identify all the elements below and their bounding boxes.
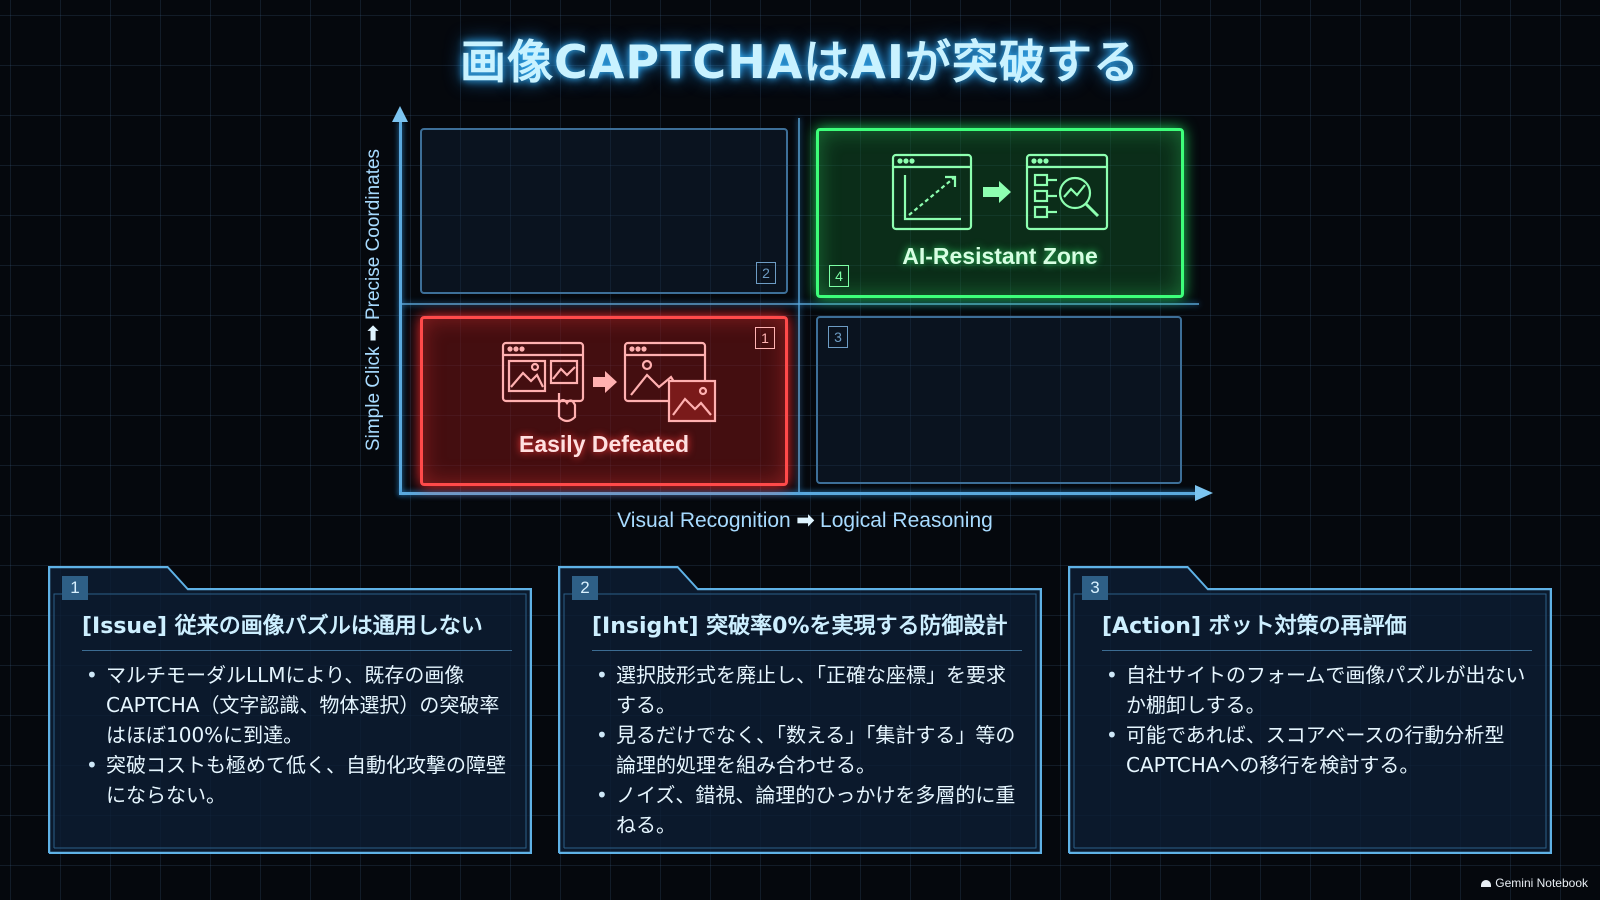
page-title: 画像CAPTCHAはAIが突破する [459,35,1141,89]
y-axis-start-label: Simple Click [363,346,384,452]
card-number: 1 [62,576,88,600]
gemini-logo-icon [1481,879,1492,887]
card-action: 3 [Action] ボット対策の再評価 自社サイトのフォームで画像パズルが出な… [1068,566,1552,854]
image-click-to-images-icon [501,341,717,423]
card-number: 3 [1082,576,1108,600]
quadrant-4-label: AI-Resistant Zone [902,243,1098,269]
quadrant-2: 2 [420,128,788,294]
y-axis-end-label: Precise Coordinates [363,148,384,321]
card-issue: 1 [Issue] 従来の画像パズルは通用しない マルチモーダルLLMにより、既… [48,566,532,854]
x-axis-line [399,492,1199,495]
card-border [48,566,532,854]
quadrant-2-number: 2 [756,262,776,284]
y-axis-label: Simple Click ➡ Precise Coordinates [361,120,387,480]
quadrant-1-number: 1 [755,327,775,349]
badge-label: Gemini Notebook [1495,876,1588,890]
card-number: 2 [572,576,598,600]
matrix-divider-horizontal [401,303,1199,305]
matrix-divider-vertical [798,118,800,492]
quadrant-4-ai-resistant: 4 AI-Resistant Zone [816,128,1184,298]
y-axis-line [399,122,402,494]
x-axis-arrow-glyph: ➡ [796,509,815,532]
card-bullet: ノイズ、錯視、論理的ひっかけを多層的に重ねる。 [592,780,1024,840]
card-insight: 2 [Insight] 突破率0%を実現する防御設計 選択肢形式を廃止し、「正確… [558,566,1042,854]
x-axis-start-label: Visual Recognition [617,509,791,532]
x-axis-label: Visual Recognition ➡ Logical Reasoning [560,508,1050,533]
card-bullet-list: マルチモーダルLLMにより、既存の画像CAPTCHA（文字認識、物体選択）の突破… [82,660,514,810]
card-heading: [Issue] 従来の画像パズルは通用しない [82,608,512,651]
quadrant-3-number: 3 [828,326,848,348]
card-bullet: 可能であれば、スコアベースの行動分析型CAPTCHAへの移行を検討する。 [1102,720,1534,780]
y-axis-arrow-glyph: ➡ [363,325,384,342]
card-bullet: 突破コストも極めて低く、自動化攻撃の障壁にならない。 [82,750,514,810]
x-axis-end-label: Logical Reasoning [820,509,993,532]
card-bullet: 選択肢形式を廃止し、「正確な座標」を要求する。 [592,660,1024,720]
card-heading: [Insight] 突破率0%を実現する防御設計 [592,608,1022,651]
card-bullet: マルチモーダルLLMにより、既存の画像CAPTCHA（文字認識、物体選択）の突破… [82,660,514,750]
quadrant-4-number: 4 [829,265,849,287]
quadrant-1-easily-defeated: 1 Easily Defeated [420,316,788,486]
card-bullet-list: 選択肢形式を廃止し、「正確な座標」を要求する。 見るだけでなく、「数える」「集計… [592,660,1024,840]
card-border [558,566,1042,854]
chart-to-analysis-icon [891,153,1109,231]
x-axis-arrow [1195,485,1213,501]
card-heading: [Action] ボット対策の再評価 [1102,608,1532,651]
card-bullet-list: 自社サイトのフォームで画像パズルが出ないか棚卸しする。 可能であれば、スコアベー… [1102,660,1534,780]
card-border [1068,566,1552,854]
quadrant-3: 3 [816,316,1182,484]
quadrant-1-label: Easily Defeated [518,431,690,457]
card-bullet: 見るだけでなく、「数える」「集計する」等の論理的処理を組み合わせる。 [592,720,1024,780]
gemini-notebook-badge: Gemini Notebook [1481,876,1588,890]
y-axis-arrow [392,106,408,122]
card-bullet: 自社サイトのフォームで画像パズルが出ないか棚卸しする。 [1102,660,1534,720]
